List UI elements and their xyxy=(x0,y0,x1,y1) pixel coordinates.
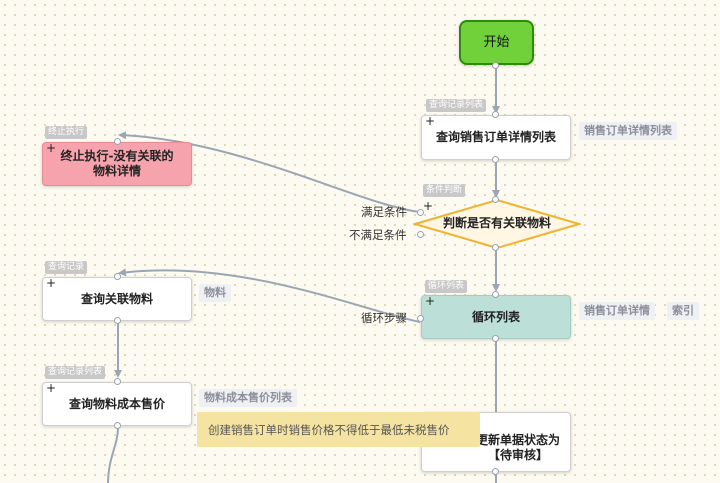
loop-out-port[interactable] xyxy=(492,335,499,342)
side-label-order-detail-list: 销售订单详情列表 xyxy=(579,122,677,140)
loop-in-port[interactable] xyxy=(492,291,499,298)
tag-query-record-list: 查询记录列表 xyxy=(426,99,487,112)
add-icon[interactable]: + xyxy=(46,276,57,290)
add-icon[interactable]: + xyxy=(46,141,57,155)
query-order-detail-label: 查询销售订单详情列表 xyxy=(435,130,556,144)
query-material-out-port[interactable] xyxy=(114,317,121,324)
side-label-material: 物料 xyxy=(199,284,231,302)
port-label-not-satisfied: 不满足条件 xyxy=(349,228,407,242)
terminate-in-port[interactable] xyxy=(114,138,121,145)
query-order-in-port[interactable] xyxy=(492,111,499,118)
tag-terminate-exec: 终止执行 xyxy=(45,126,88,139)
loop-list-label: 循环列表 xyxy=(471,309,520,324)
side-label-order-detail: 销售订单详情 xyxy=(579,302,655,320)
update-status-label: 更新单据状态为【待审核】 xyxy=(475,433,560,462)
query-cost-node[interactable]: + 查询物料成本售价 xyxy=(42,381,192,426)
query-cost-in-port[interactable] xyxy=(114,378,121,385)
loop-list-node[interactable]: + 循环列表 xyxy=(421,294,571,339)
query-cost-label: 查询物料成本售价 xyxy=(68,396,165,411)
condition-in-port[interactable] xyxy=(492,196,499,203)
start-node[interactable]: 开始 xyxy=(459,20,534,65)
query-material-node[interactable]: + 查询关联物料 xyxy=(42,276,192,321)
condition-label: 判断是否有关联物料 xyxy=(442,216,551,230)
add-icon[interactable]: + xyxy=(425,294,436,308)
add-icon[interactable]: + xyxy=(425,114,436,128)
satisfied-port[interactable] xyxy=(417,209,424,216)
loop-step-port[interactable] xyxy=(417,315,424,322)
tag-query-record-list-2: 查询记录列表 xyxy=(45,366,106,379)
terminate-label: 终止执行-没有关联的物料详情 xyxy=(60,149,174,178)
query-material-label: 查询关联物料 xyxy=(80,291,153,306)
not-satisfied-port[interactable] xyxy=(417,231,424,238)
query-order-detail-node[interactable]: + 查询销售订单详情列表 xyxy=(421,114,571,160)
port-label-loop-step: 循环步骤 xyxy=(361,311,407,325)
condition-out-port[interactable] xyxy=(492,244,499,251)
tag-loop-list: 循环列表 xyxy=(425,280,468,293)
port-label-satisfied: 满足条件 xyxy=(361,205,407,219)
side-label-index: 索引 xyxy=(667,302,699,320)
tooltip-text: 创建销售订单时销售价格不得低于最低未税售价 xyxy=(208,422,450,437)
validation-tooltip: 创建销售订单时销售价格不得低于最低未税售价 xyxy=(197,412,480,447)
tag-condition-check: 条件判断 xyxy=(423,184,466,197)
add-icon[interactable]: + xyxy=(423,199,434,213)
edge-cost-to-next xyxy=(107,427,119,483)
query-order-out-port[interactable] xyxy=(492,156,499,163)
start-label: 开始 xyxy=(483,35,510,50)
update-out-port[interactable] xyxy=(492,468,499,475)
terminate-node[interactable]: + 终止执行-没有关联的物料详情 xyxy=(42,141,192,186)
query-material-in-port[interactable] xyxy=(114,273,121,280)
query-cost-out-port[interactable] xyxy=(114,422,121,429)
add-icon[interactable]: + xyxy=(46,381,57,395)
tag-query-record: 查询记录 xyxy=(45,261,88,274)
start-out-port[interactable] xyxy=(492,62,499,69)
side-label-cost-price-list: 物料成本售价列表 xyxy=(199,389,297,407)
